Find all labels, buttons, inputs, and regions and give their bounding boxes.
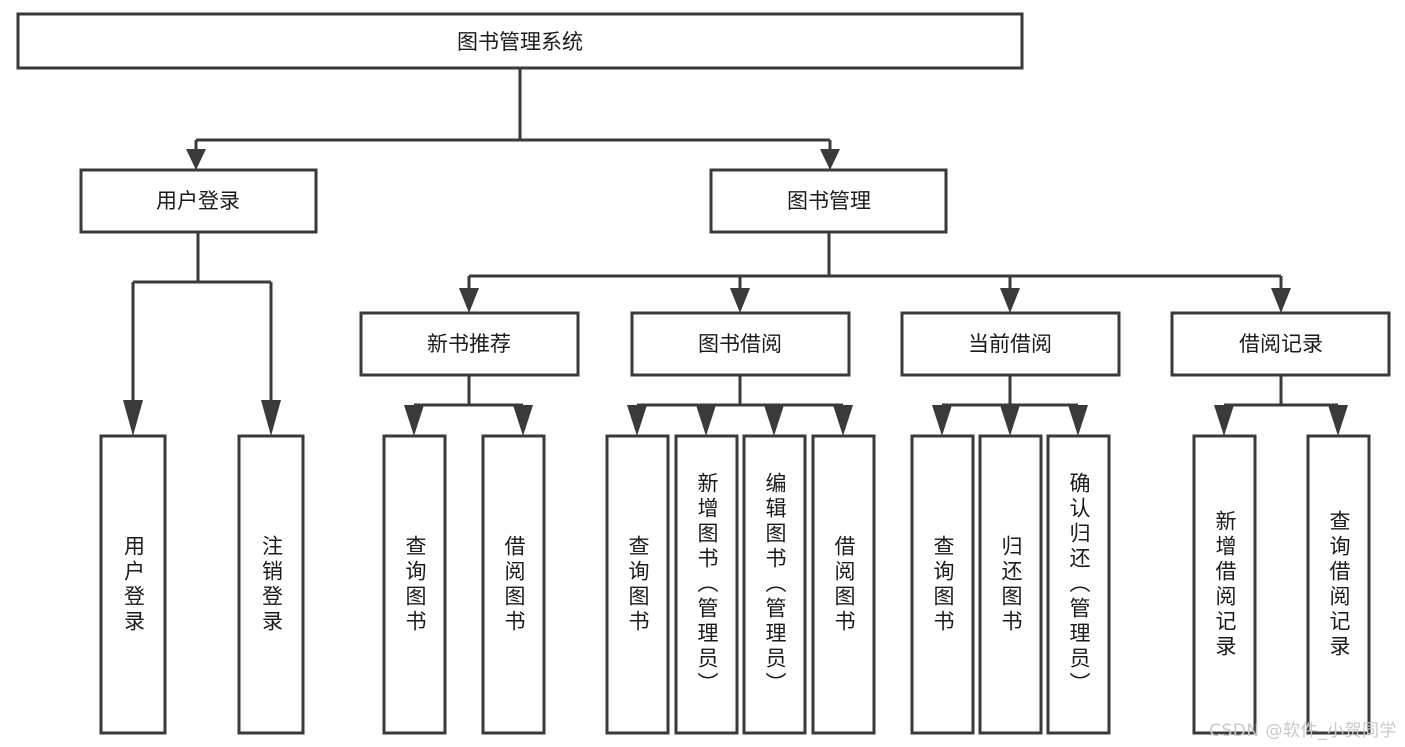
arrow-head-leaf-user-login <box>123 400 143 436</box>
arrow-head-leaf-query-book-1 <box>404 405 424 436</box>
leaf-box-borrow-book-2[interactable] <box>811 434 876 735</box>
node-borrow-record[interactable]: 借阅记录 <box>1170 311 1391 377</box>
leaf-box-query-book-2[interactable] <box>605 434 670 735</box>
arrow-head-user-login <box>186 149 206 170</box>
node-book-borrow[interactable]: 图书借阅 <box>630 311 851 377</box>
arrow-head-new-book <box>459 288 479 313</box>
arrow-head-leaf-borrow-book-2 <box>833 405 853 436</box>
leaf-box-logout[interactable] <box>237 434 305 735</box>
node-book-management-box[interactable] <box>709 168 948 234</box>
arrow-head-leaf-borrow-book-1 <box>513 405 533 436</box>
arrow-head-leaf-add-book <box>696 405 716 436</box>
arrow-head-leaf-edit-book <box>764 405 784 436</box>
arrow-head-current-borrow <box>1000 288 1020 313</box>
leaf-box-add-record[interactable] <box>1192 434 1257 735</box>
node-user-login[interactable]: 用户登录 <box>79 168 318 234</box>
connector-group-borrow-record-to-leaves <box>1214 375 1348 436</box>
connector-group-user-login-to-leaves <box>123 232 281 436</box>
arrow-head-borrow-record <box>1271 288 1291 313</box>
node-user-login-box[interactable] <box>79 168 318 234</box>
node-new-book-recommend-box[interactable] <box>359 311 580 377</box>
connector-group-new-book-to-leaves <box>404 375 533 436</box>
node-book-borrow-box[interactable] <box>630 311 851 377</box>
leaf-box-borrow-book-1[interactable] <box>481 434 546 735</box>
connector-group-current-borrow-to-leaves <box>932 375 1088 436</box>
arrow-head-leaf-confirm-return <box>1068 405 1088 436</box>
node-root-label: 图书管理系统 <box>457 30 583 54</box>
node-book-management[interactable]: 图书管理 <box>709 168 948 234</box>
node-new-book-recommend-label: 新书推荐 <box>427 332 511 356</box>
leaf-box-confirm-return[interactable] <box>1046 434 1111 735</box>
connector-group-root-to-level2 <box>186 68 840 170</box>
arrow-head-leaf-return-book <box>1000 405 1020 436</box>
node-root[interactable]: 图书管理系统 <box>16 12 1024 70</box>
arrow-head-leaf-logout <box>261 400 281 436</box>
leaf-box-add-book[interactable] <box>674 434 739 735</box>
arrow-head-book-borrow <box>730 288 750 313</box>
connector-group-book-borrow-to-leaves <box>627 375 853 436</box>
leaf-box-edit-book[interactable] <box>742 434 807 735</box>
node-book-borrow-label: 图书借阅 <box>698 332 782 356</box>
leaf-box-user-login[interactable] <box>99 434 167 735</box>
node-current-borrow[interactable]: 当前借阅 <box>900 311 1121 377</box>
node-book-management-label: 图书管理 <box>787 189 871 213</box>
node-root-box[interactable] <box>16 12 1024 70</box>
arrow-head-leaf-add-record <box>1214 405 1234 436</box>
connector-group-book-mgmt-to-level3 <box>459 232 1291 313</box>
leaf-box-return-book[interactable] <box>978 434 1043 735</box>
node-borrow-record-label: 借阅记录 <box>1239 332 1323 356</box>
arrow-head-book-mgmt <box>820 149 840 170</box>
node-current-borrow-box[interactable] <box>900 311 1121 377</box>
arrow-head-leaf-query-book-2 <box>627 405 647 436</box>
arrow-head-leaf-query-book-3 <box>932 405 952 436</box>
leaf-box-query-book-1[interactable] <box>382 434 447 735</box>
node-new-book-recommend[interactable]: 新书推荐 <box>359 311 580 377</box>
leaf-box-query-record[interactable] <box>1306 434 1371 735</box>
node-current-borrow-label: 当前借阅 <box>968 332 1052 356</box>
node-user-login-label: 用户登录 <box>156 189 240 213</box>
arrow-head-leaf-query-record <box>1328 405 1348 436</box>
node-borrow-record-box[interactable] <box>1170 311 1391 377</box>
csdn-watermark: CSDN @软件_小贺同学 <box>1209 721 1397 741</box>
leaf-box-query-book-3[interactable] <box>910 434 975 735</box>
